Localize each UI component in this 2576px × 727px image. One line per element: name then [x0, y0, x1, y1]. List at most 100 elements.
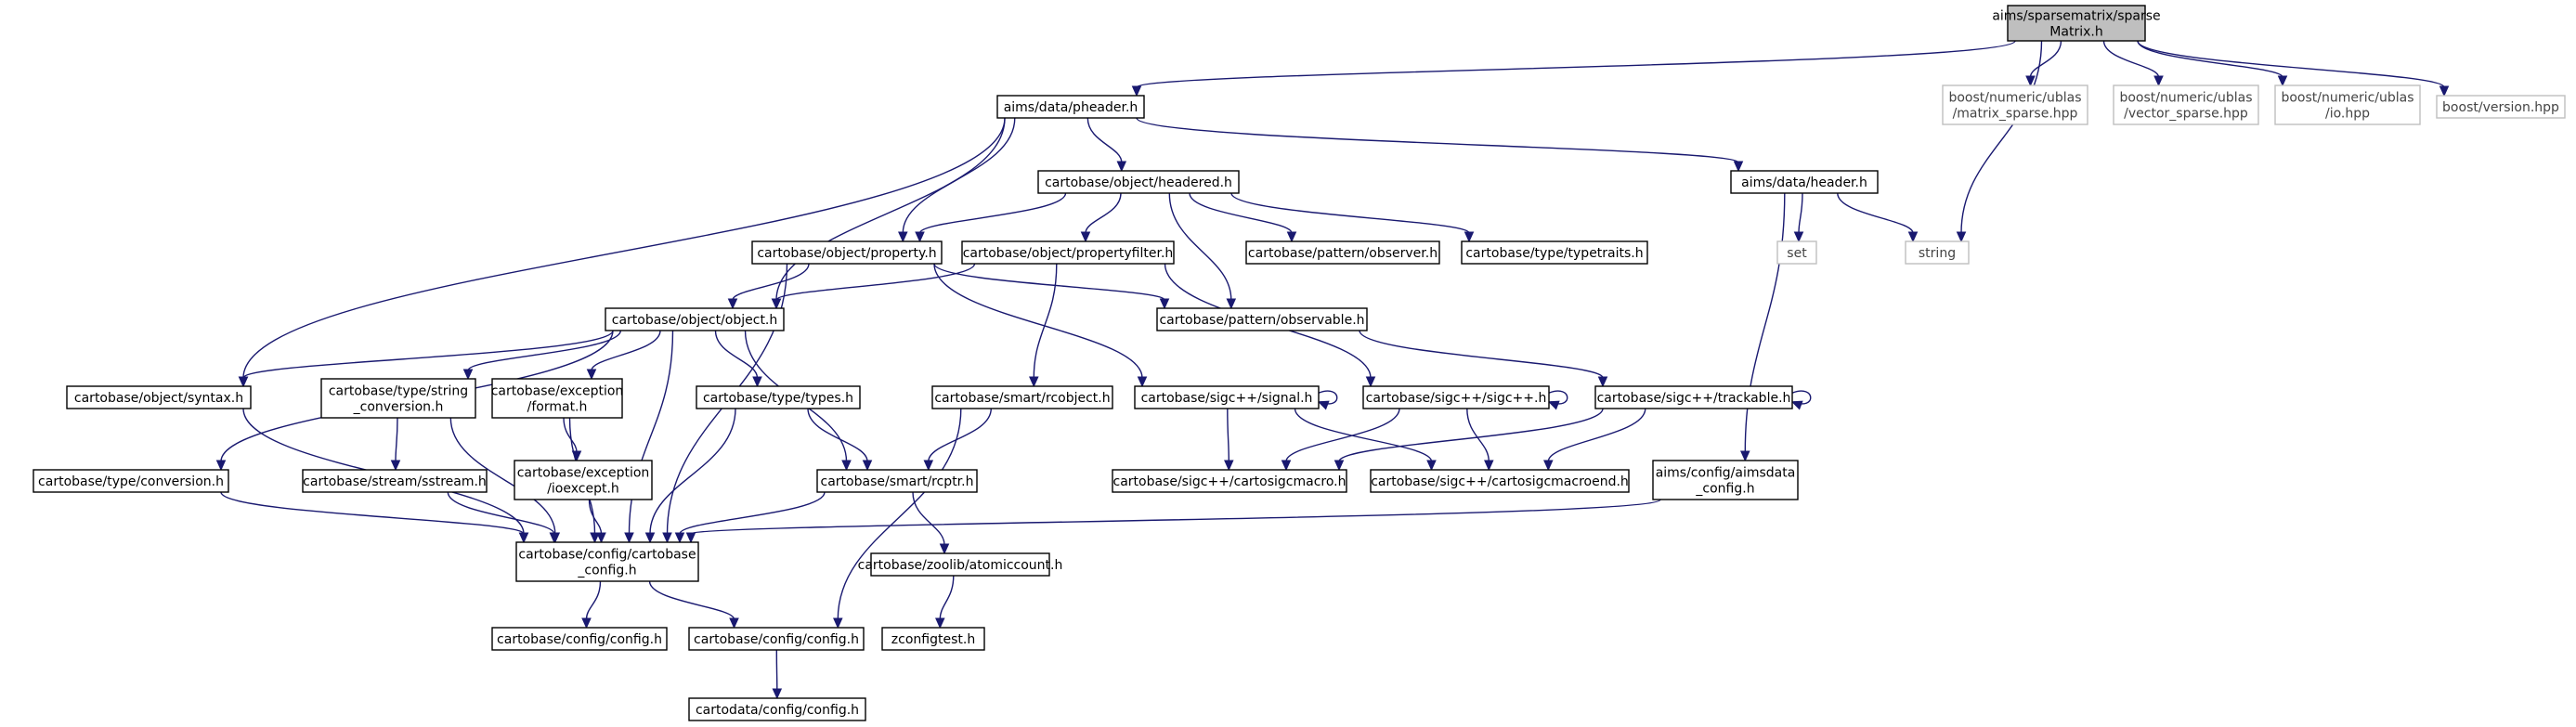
node-headered[interactable]: cartobase/object/headered.h [1037, 170, 1240, 194]
edge-arrowhead [915, 231, 925, 243]
edge-arrowhead [1790, 400, 1803, 410]
node-cb-config2[interactable]: cartobase/config/config.h [688, 627, 865, 651]
edge-line [1466, 408, 1490, 462]
node-box [66, 385, 252, 409]
node-sstream[interactable]: cartobase/stream/sstream.h [302, 469, 488, 493]
node-label: cartobase/sigc++/sigc++.h [1366, 391, 1547, 406]
node-trackable[interactable]: cartobase/sigc++/trackable.h [1594, 385, 1793, 409]
edge-line [679, 491, 826, 535]
node-aimsdata-config[interactable]: aims/config/aimsdata_config.h [1652, 460, 1799, 500]
edge-trackable-to-trackable [1790, 390, 1812, 410]
edge-line [918, 192, 1067, 234]
edge-line [1230, 192, 1470, 234]
node-label: cartobase/zoolib/atomiccount.h [858, 558, 1063, 573]
edge-arrowhead [727, 298, 738, 310]
node-box [1776, 240, 1817, 265]
edge-sigcpp-to-cartosigcmacro [1281, 408, 1400, 472]
node-cartodata-config[interactable]: cartodata/config/config.h [688, 697, 866, 721]
edge-object-to-string-conversion [462, 330, 621, 381]
edge-arrowhead [462, 369, 474, 381]
edge-line [1285, 408, 1400, 462]
node-ublas-vector[interactable]: boost/numeric/ublas/vector_sparse.hpp [2113, 84, 2259, 125]
node-string-conversion[interactable]: cartobase/type/string_conversion.h [320, 378, 476, 419]
node-signal[interactable]: cartobase/sigc++/signal.h [1134, 385, 1320, 409]
node-zconfigtest[interactable]: zconfigtest.h [881, 627, 985, 651]
node-label: cartobase/object/propertyfilter.h [963, 246, 1174, 261]
node-typetraits[interactable]: cartobase/type/typetraits.h [1461, 240, 1648, 265]
edge-arrowhead [752, 376, 762, 388]
node-cb-config[interactable]: cartobase/config/config.h [491, 627, 668, 651]
node-cartosigcmacro[interactable]: cartobase/sigc++/cartosigcmacro.h [1112, 469, 1347, 493]
node-sigcpp[interactable]: cartobase/sigc++/sigc++.h [1362, 385, 1550, 409]
edge-line [628, 330, 674, 535]
node-rcptr[interactable]: cartobase/smart/rcptr.h [816, 469, 978, 493]
edge-line [1136, 40, 2016, 88]
node-box [515, 541, 699, 582]
node-boost-version[interactable]: boost/version.hpp [2436, 95, 2566, 119]
node-box [1652, 460, 1799, 500]
edge-arrowhead [390, 460, 401, 472]
node-ioexcept[interactable]: cartobase/exception/ioexcept.h [514, 460, 653, 500]
node-label: cartobase/type/string [329, 384, 468, 399]
node-ublas-io[interactable]: boost/numeric/ublas/io.hpp [2274, 84, 2421, 125]
edge-pheader-to-object [771, 117, 1006, 310]
node-rcobject[interactable]: cartobase/smart/rcobject.h [931, 385, 1113, 409]
edge-arrowhead [549, 532, 560, 544]
node-box [514, 460, 653, 500]
edge-line [1136, 117, 1739, 163]
edge-arrowhead [674, 532, 685, 544]
node-label: aims/sparsematrix/sparse [1992, 9, 2160, 24]
node-syntax[interactable]: cartobase/object/syntax.h [66, 385, 252, 409]
edge-arrowhead [624, 532, 634, 544]
node-box [1370, 469, 1630, 493]
edge-types-to-cartobase-config [644, 408, 736, 544]
edge-property-to-observable [933, 263, 1170, 310]
node-object[interactable]: cartobase/object/object.h [605, 307, 785, 331]
node-cartobase-config[interactable]: cartobase/config/cartobase_config.h [515, 541, 699, 582]
node-cartosigcmacroend[interactable]: cartobase/sigc++/cartosigcmacroend.h [1370, 469, 1630, 493]
edge-line [775, 649, 778, 691]
node-format[interactable]: cartobase/exception/format.h [491, 378, 624, 419]
node-label: cartobase/config/cartobase [518, 548, 696, 563]
node-observer[interactable]: cartobase/pattern/observer.h [1245, 240, 1440, 265]
edge-arrowhead [2439, 85, 2450, 97]
edge-arrowhead [1793, 231, 1804, 243]
node-label: aims/data/pheader.h [1004, 100, 1138, 115]
edge-arrowhead [1029, 376, 1039, 388]
edge-line [933, 263, 1143, 379]
edge-arrowhead [1547, 400, 1560, 410]
edge-line [1033, 263, 1058, 379]
edge-arrowhead [1334, 460, 1345, 472]
node-conversion[interactable]: cartobase/type/conversion.h [33, 469, 229, 493]
node-string[interactable]: string [1905, 240, 1970, 265]
node-label: cartobase/smart/rcobject.h [934, 391, 1110, 406]
node-ublas-matrix[interactable]: boost/numeric/ublas/matrix_sparse.hpp [1942, 84, 2088, 125]
edge-arrowhead [1464, 231, 1475, 243]
edge-object-to-cartobase-config [624, 330, 674, 544]
node-propertyfilter[interactable]: cartobase/object/propertyfilter.h [961, 240, 1175, 265]
node-property[interactable]: cartobase/object/property.h [751, 240, 943, 265]
node-label: cartobase/exception [491, 384, 624, 399]
edge-line [242, 330, 614, 379]
node-label: cartobase/object/headered.h [1045, 175, 1232, 190]
node-set[interactable]: set [1776, 240, 1817, 265]
node-observable[interactable]: cartobase/pattern/observable.h [1156, 307, 1368, 331]
edge-line [1189, 192, 1293, 234]
node-atomiccount[interactable]: cartobase/zoolib/atomiccount.h [858, 552, 1063, 577]
edge-header-to-set [1793, 192, 1804, 243]
edge-line [2137, 40, 2283, 78]
edge-headered-to-typetraits [1230, 192, 1475, 243]
edge-atomiccount-to-zconfigtest [935, 575, 955, 630]
node-box [881, 627, 985, 651]
edge-sigcpp-to-cartosigcmacroend [1466, 408, 1494, 472]
node-pheader[interactable]: aims/data/pheader.h [996, 95, 1145, 119]
node-label: Matrix.h [2049, 25, 2102, 40]
edge-arrowhead [862, 460, 873, 472]
node-box [1362, 385, 1550, 409]
edge-line [395, 417, 398, 462]
node-label: cartobase/sigc++/cartosigcmacroend.h [1371, 474, 1629, 489]
edge-pheader-to-headered [1086, 117, 1127, 173]
node-header[interactable]: aims/data/header.h [1730, 170, 1879, 194]
node-types[interactable]: cartobase/type/types.h [696, 385, 861, 409]
